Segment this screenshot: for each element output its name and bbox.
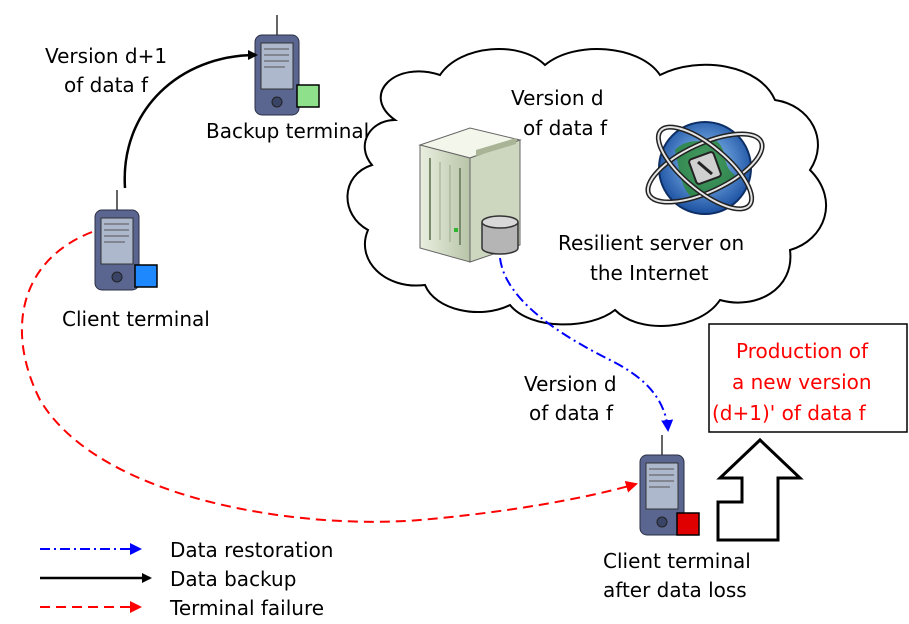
production-box [708, 323, 908, 433]
client-after-label-1: Client terminal [603, 549, 751, 573]
production-step-arrow [716, 437, 804, 542]
restore-version-label-2: of data f [529, 401, 614, 425]
cloud-version-label-2: of data f [523, 116, 608, 140]
client-after-label-2: after data loss [603, 578, 747, 602]
version-d1-label-1: Version d+1 [45, 44, 167, 68]
server-label-1: Resilient server on [558, 231, 744, 255]
backup-terminal-label: Backup terminal [206, 119, 369, 143]
database-cylinder-icon [481, 215, 519, 255]
version-d1-label-2: of data f [64, 73, 149, 97]
client-status-badge [134, 264, 158, 288]
restore-version-label-1: Version d [524, 372, 617, 396]
restoration-arrow [499, 257, 674, 432]
cloud-version-label-1: Version d [511, 86, 604, 110]
pda-icon [639, 435, 700, 536]
production-label-3: (d+1)' of data f [712, 401, 867, 425]
server-label-2: the Internet [590, 261, 709, 285]
failure-arrow [21, 231, 638, 523]
legend: Data restoration Data backup Terminal fa… [40, 538, 334, 620]
backup-status-badge [296, 84, 320, 108]
pda-icon [94, 190, 158, 291]
legend-restoration-label: Data restoration [170, 538, 334, 562]
pda-icon [254, 15, 320, 116]
lost-status-badge [676, 512, 700, 536]
production-label-1: Production of [736, 339, 869, 363]
legend-backup-label: Data backup [170, 567, 296, 591]
production-label-2: a new version [732, 370, 872, 394]
legend-failure-label: Terminal failure [169, 596, 324, 620]
backup-arrow [123, 50, 258, 189]
client-terminal-label: Client terminal [62, 307, 210, 331]
globe-network-icon [645, 121, 765, 215]
